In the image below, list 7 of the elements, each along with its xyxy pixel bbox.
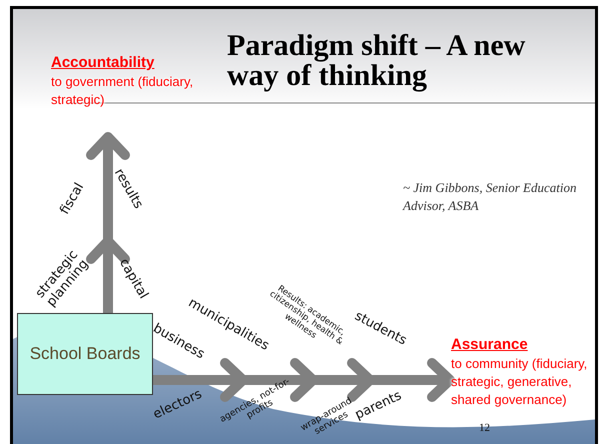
heading-text: Assurance — [451, 335, 529, 355]
process-box: School Boards — [17, 313, 153, 395]
quote-attribution: ~ Jim Gibbons, Senior Education Advisor, ASBA — [403, 179, 578, 214]
heading-text: Accountability — [51, 53, 156, 73]
body-text: to government (fiduciary, strategic) — [51, 73, 194, 109]
body-text: to community (fiduciary, strategic, generative, shared governance) — [451, 355, 588, 409]
slide-title: Paradigm shift – A new way of thinking — [227, 31, 526, 91]
